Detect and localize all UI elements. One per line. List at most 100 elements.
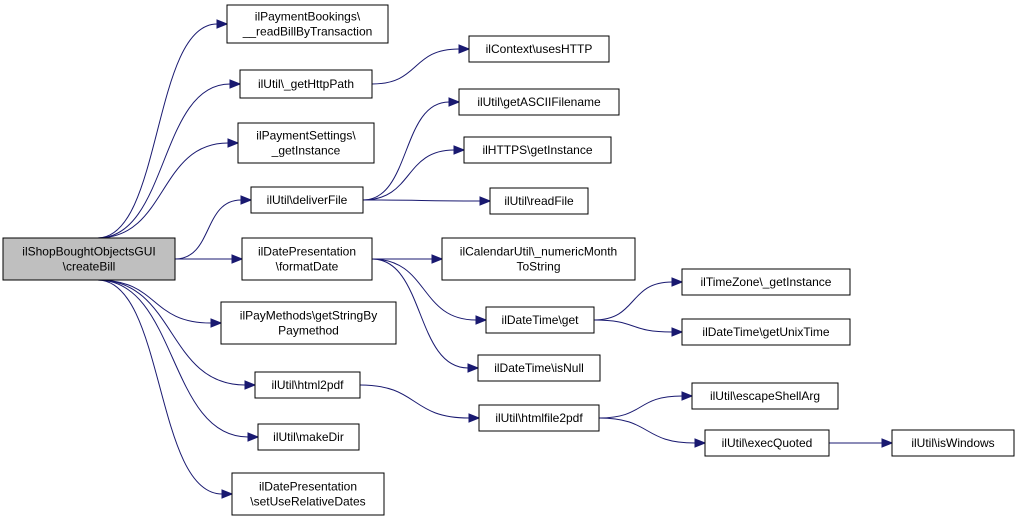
node-layer: ilShopBoughtObjectsGUI\createBill ilPayme… <box>2 4 1015 516</box>
node-dtGet[interactable]: ilDateTime\get <box>485 306 595 334</box>
edge-formatDate-to-isNull <box>371 258 480 373</box>
arrowhead <box>221 489 234 499</box>
edge-line <box>359 384 470 419</box>
edge-deliverFile-to-httpsInstance <box>362 145 466 201</box>
node-label: ilDateTime\get <box>502 313 580 327</box>
node-box <box>681 318 851 346</box>
node-htmlfile2pdf[interactable]: ilUtil\htmlfile2pdf <box>478 404 600 432</box>
edge-layer <box>97 19 894 499</box>
node-label: ilUtil\makeDir <box>273 430 344 444</box>
edge-line <box>97 23 218 239</box>
edge-root-to-makeDir <box>97 279 260 442</box>
edge-getHttpPath-to-usesHTTP <box>371 44 471 85</box>
node-label: ilPayMethods\getStringBy <box>240 309 377 323</box>
arrowhead <box>240 195 253 205</box>
node-label: ilUtil\deliverFile <box>267 193 348 207</box>
edge-line <box>97 279 223 495</box>
node-makeDir[interactable]: ilUtil\makeDir <box>257 423 360 451</box>
arrowhead <box>458 44 471 54</box>
arrowhead <box>448 97 461 107</box>
node-readBill[interactable]: ilPaymentBookings\__readBillByTransactio… <box>226 4 389 44</box>
node-label: \formatDate <box>276 260 339 274</box>
node-label: ilDatePresentation <box>258 245 356 259</box>
node-escapeShell[interactable]: ilUtil\escapeShellArg <box>691 382 839 410</box>
node-box <box>485 306 595 334</box>
node-box <box>231 472 385 516</box>
edge-line <box>97 279 212 324</box>
node-label: ilHTTPS\getInstance <box>482 143 592 157</box>
edge-htmlfile2pdf-to-escapeShell <box>598 391 694 419</box>
edge-line <box>97 142 229 239</box>
node-box <box>239 69 373 99</box>
edge-formatDate-to-numericMonth <box>372 254 444 264</box>
node-label: __readBillByTransaction <box>242 25 373 39</box>
node-label: _getInstance <box>271 144 341 158</box>
node-isWindows[interactable]: ilUtil\isWindows <box>891 429 1015 457</box>
node-label: ilUtil\isWindows <box>911 436 994 450</box>
node-box <box>237 122 375 164</box>
arrowhead <box>227 138 240 148</box>
node-box <box>468 35 610 63</box>
node-box <box>681 268 851 296</box>
node-label: ilUtil\execQuoted <box>722 436 813 450</box>
node-box <box>891 429 1015 457</box>
node-setRelDates[interactable]: ilDatePresentation\setUseRelativeDates <box>231 472 385 516</box>
edge-line <box>598 417 696 444</box>
arrowhead <box>671 327 684 337</box>
node-box <box>254 371 361 399</box>
node-readFile[interactable]: ilUtil\readFile <box>489 187 589 215</box>
node-label: ilDatePresentation <box>259 480 357 494</box>
node-box <box>489 187 589 215</box>
node-paySettings[interactable]: ilPaymentSettings\_getInstance <box>237 122 375 164</box>
node-label: ilPaymentSettings\ <box>256 129 356 143</box>
node-label: ilDateTime\isNull <box>494 361 584 375</box>
node-unixTime[interactable]: ilDateTime\getUnixTime <box>681 318 851 346</box>
node-label: ilCalendarUtil\_numericMonth <box>460 245 617 259</box>
node-httpsInstance[interactable]: ilHTTPS\getInstance <box>463 136 612 164</box>
arrowhead <box>431 254 444 264</box>
node-root[interactable]: ilShopBoughtObjectsGUI\createBill <box>2 237 176 281</box>
node-box <box>704 429 830 457</box>
node-label: ilUtil\htmlfile2pdf <box>495 411 583 425</box>
node-box <box>226 4 389 44</box>
edge-line <box>371 48 460 85</box>
node-deliverFile[interactable]: ilUtil\deliverFile <box>250 186 364 214</box>
edge-root-to-getHttpPath <box>97 79 242 239</box>
node-box <box>477 354 601 382</box>
edge-line <box>362 101 450 201</box>
node-asciiFilename[interactable]: ilUtil\getASCIIFilename <box>458 88 620 116</box>
node-label: \setUseRelativeDates <box>250 495 365 509</box>
node-isNull[interactable]: ilDateTime\isNull <box>477 354 601 382</box>
node-box <box>250 186 364 214</box>
node-label: ilUtil\html2pdf <box>271 378 344 392</box>
edge-line <box>598 395 683 419</box>
arrowhead <box>479 196 492 206</box>
edge-line <box>97 279 246 386</box>
node-label: ilContext\usesHTTP <box>486 42 593 56</box>
node-label: ToString <box>516 260 560 274</box>
edge-line <box>371 258 469 369</box>
edge-line <box>593 319 673 333</box>
node-formatDate[interactable]: ilDatePresentation\formatDate <box>241 237 373 281</box>
node-tzInstance[interactable]: ilTimeZone\_getInstance <box>681 268 851 296</box>
node-box <box>691 382 839 410</box>
node-label: ilDateTime\getUnixTime <box>702 325 829 339</box>
node-execQuoted[interactable]: ilUtil\execQuoted <box>704 429 830 457</box>
node-box <box>220 301 397 345</box>
node-html2pdf[interactable]: ilUtil\html2pdf <box>254 371 361 399</box>
node-getHttpPath[interactable]: ilUtil\_getHttpPath <box>239 69 373 99</box>
arrowhead <box>881 438 894 448</box>
edge-root-to-setRelDates <box>97 279 234 499</box>
node-label: ilUtil\readFile <box>504 194 574 208</box>
node-box <box>463 136 612 164</box>
node-box <box>478 404 600 432</box>
edge-html2pdf-to-htmlfile2pdf <box>359 384 481 423</box>
node-usesHTTP[interactable]: ilContext\usesHTTP <box>468 35 610 63</box>
edge-line <box>371 258 477 321</box>
node-box <box>458 88 620 116</box>
edge-line <box>362 149 455 201</box>
edge-root-to-html2pdf <box>97 279 257 390</box>
